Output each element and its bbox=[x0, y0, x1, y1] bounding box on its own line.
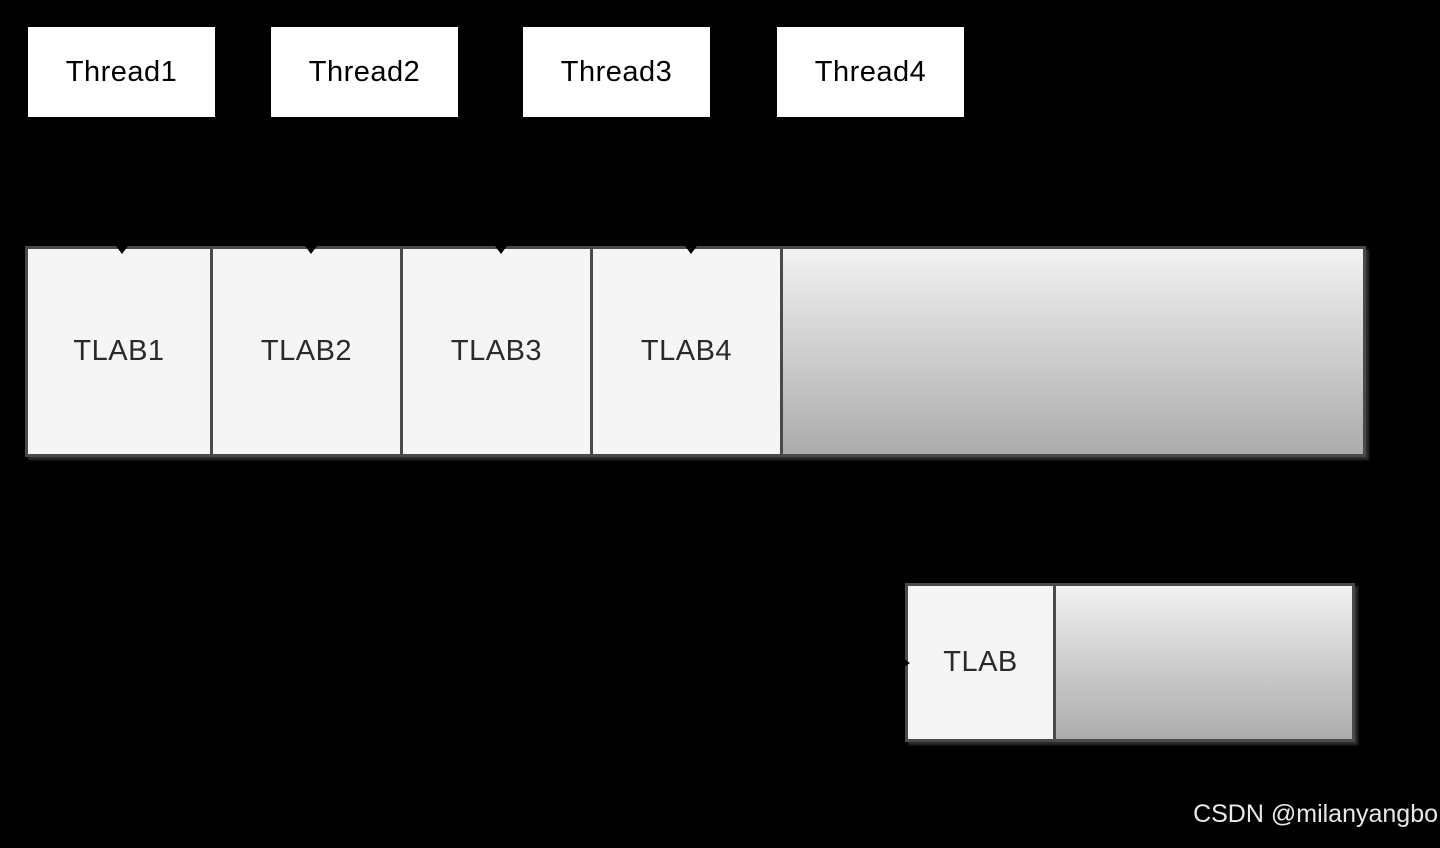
tlab2-cell: TLAB2 bbox=[213, 249, 403, 454]
thread4-label: Thread4 bbox=[814, 55, 927, 88]
eden-memory-bar: TLAB1 TLAB2 TLAB3 TLAB4 bbox=[25, 246, 1366, 457]
tlab2-label: TLAB2 bbox=[260, 335, 353, 367]
eden-free-space bbox=[783, 249, 1363, 454]
csdn-watermark: CSDN @milanyangbo bbox=[1193, 800, 1438, 828]
thread1-box: Thread1 bbox=[28, 27, 215, 117]
tlab-cell: TLAB bbox=[908, 586, 1056, 739]
thread1-label: Thread1 bbox=[65, 55, 178, 88]
thread4-box: Thread4 bbox=[777, 27, 964, 117]
tlab4-cell: TLAB4 bbox=[593, 249, 783, 454]
tlab-arrowhead-icon bbox=[901, 656, 910, 669]
thread2-box: Thread2 bbox=[271, 27, 458, 117]
thread3-box: Thread3 bbox=[523, 27, 710, 117]
thread2-label: Thread2 bbox=[308, 55, 421, 88]
tlab3-label: TLAB3 bbox=[450, 335, 543, 367]
thread3-label: Thread3 bbox=[560, 55, 673, 88]
tlab3-cell: TLAB3 bbox=[403, 249, 593, 454]
single-tlab-bar: TLAB bbox=[901, 583, 1355, 742]
tlab1-cell: TLAB1 bbox=[28, 249, 213, 454]
thread4-arrowhead-icon bbox=[685, 246, 697, 254]
thread1-arrowhead-icon bbox=[116, 246, 128, 254]
tlab-label: TLAB bbox=[943, 646, 1018, 678]
tlab4-label: TLAB4 bbox=[640, 335, 733, 367]
thread2-arrowhead-icon bbox=[305, 246, 317, 254]
thread3-arrowhead-icon bbox=[495, 246, 507, 254]
small-bar-free-space bbox=[1056, 586, 1352, 739]
tlab1-label: TLAB1 bbox=[73, 335, 165, 367]
